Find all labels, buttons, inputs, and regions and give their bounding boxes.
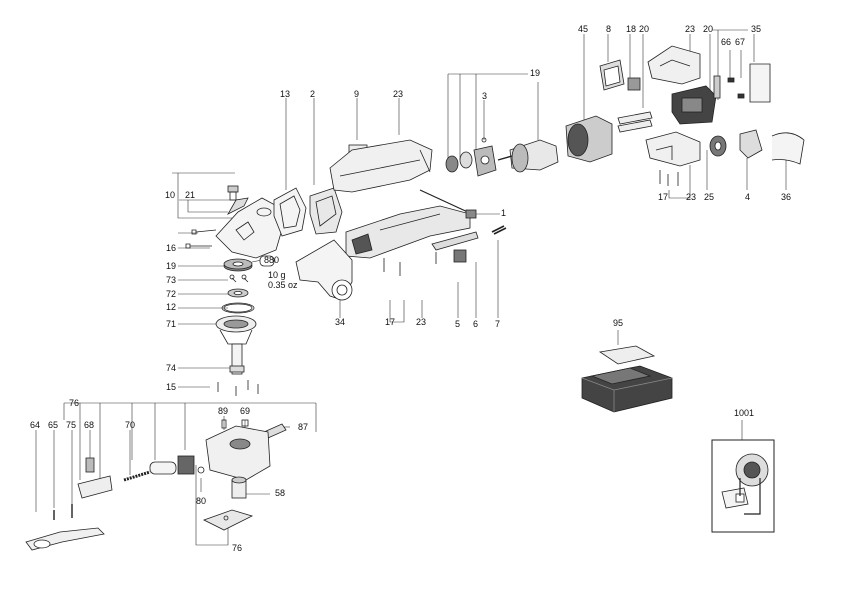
callout-45: 45 <box>578 24 589 34</box>
callout-73: 73 <box>166 275 177 285</box>
callout-23-rear-cover: 23 <box>685 24 696 34</box>
callout-65: 65 <box>48 420 59 430</box>
callout-87: 87 <box>298 422 309 432</box>
callout-64: 64 <box>30 420 41 430</box>
callout-23-bottom-housing: 23 <box>416 317 427 327</box>
callout-76-plate: 76 <box>232 543 243 553</box>
battery-pack <box>581 345 673 413</box>
callout-6: 6 <box>473 319 479 329</box>
callout-19-gear: 19 <box>166 261 177 271</box>
callout-3: 3 <box>482 91 488 101</box>
callout-13: 13 <box>280 89 291 99</box>
callout-23-top-housing: 23 <box>393 89 404 99</box>
gear-head-assembly <box>185 185 284 396</box>
grease-quantity-note: 10 g 0.35 oz <box>268 270 298 291</box>
callout-95: 95 <box>613 318 624 328</box>
callout-69: 69 <box>240 406 251 416</box>
callout-15: 15 <box>166 382 177 392</box>
callout-16: 16 <box>166 243 177 253</box>
attachment-parts <box>25 419 287 551</box>
callout-1-switch-cable: 1 <box>501 208 507 218</box>
callout-880: 880 <box>264 255 280 265</box>
callout-7: 7 <box>495 319 501 329</box>
callout-67: 67 <box>735 37 746 47</box>
callout-9: 9 <box>354 89 360 99</box>
callout-89: 89 <box>218 406 229 416</box>
grease-quantity-grams: 10 g <box>268 270 286 280</box>
leader-lines <box>35 29 787 546</box>
callout-8: 8 <box>606 24 612 34</box>
callout-23-rear-bottom: 23 <box>686 192 697 202</box>
callout-71: 71 <box>166 319 177 329</box>
callout-18: 18 <box>626 24 637 34</box>
callout-25: 25 <box>704 192 715 202</box>
callout-34: 34 <box>335 317 346 327</box>
callout-17-center: 17 <box>385 317 396 327</box>
callout-80: 80 <box>196 496 207 506</box>
callout-72: 72 <box>166 289 177 299</box>
callout-74: 74 <box>166 363 177 373</box>
housing-and-motor <box>273 45 805 301</box>
callout-2: 2 <box>310 89 316 99</box>
callout-35: 35 <box>751 24 762 34</box>
callout-68: 68 <box>84 420 95 430</box>
callout-20-strips: 20 <box>639 24 650 34</box>
callout-1001: 1001 <box>734 408 755 418</box>
grease-quantity-ounces: 0.35 oz <box>268 280 298 291</box>
callout-36: 36 <box>781 192 792 202</box>
callout-17-right: 17 <box>658 192 669 202</box>
callout-66: 66 <box>721 37 732 47</box>
callout-21: 21 <box>185 190 196 200</box>
callout-4: 4 <box>745 192 751 202</box>
callout-58: 58 <box>275 488 286 498</box>
callout-5: 5 <box>455 319 461 329</box>
callout-20-contacts: 20 <box>703 24 714 34</box>
callout-10: 10 <box>165 190 176 200</box>
callout-75: 75 <box>66 420 77 430</box>
callout-70: 70 <box>125 420 136 430</box>
callout-12: 12 <box>166 302 177 312</box>
callout-76-group: 76 <box>69 398 80 408</box>
wiring-inset <box>711 439 775 533</box>
callout-19-top: 19 <box>530 68 541 78</box>
